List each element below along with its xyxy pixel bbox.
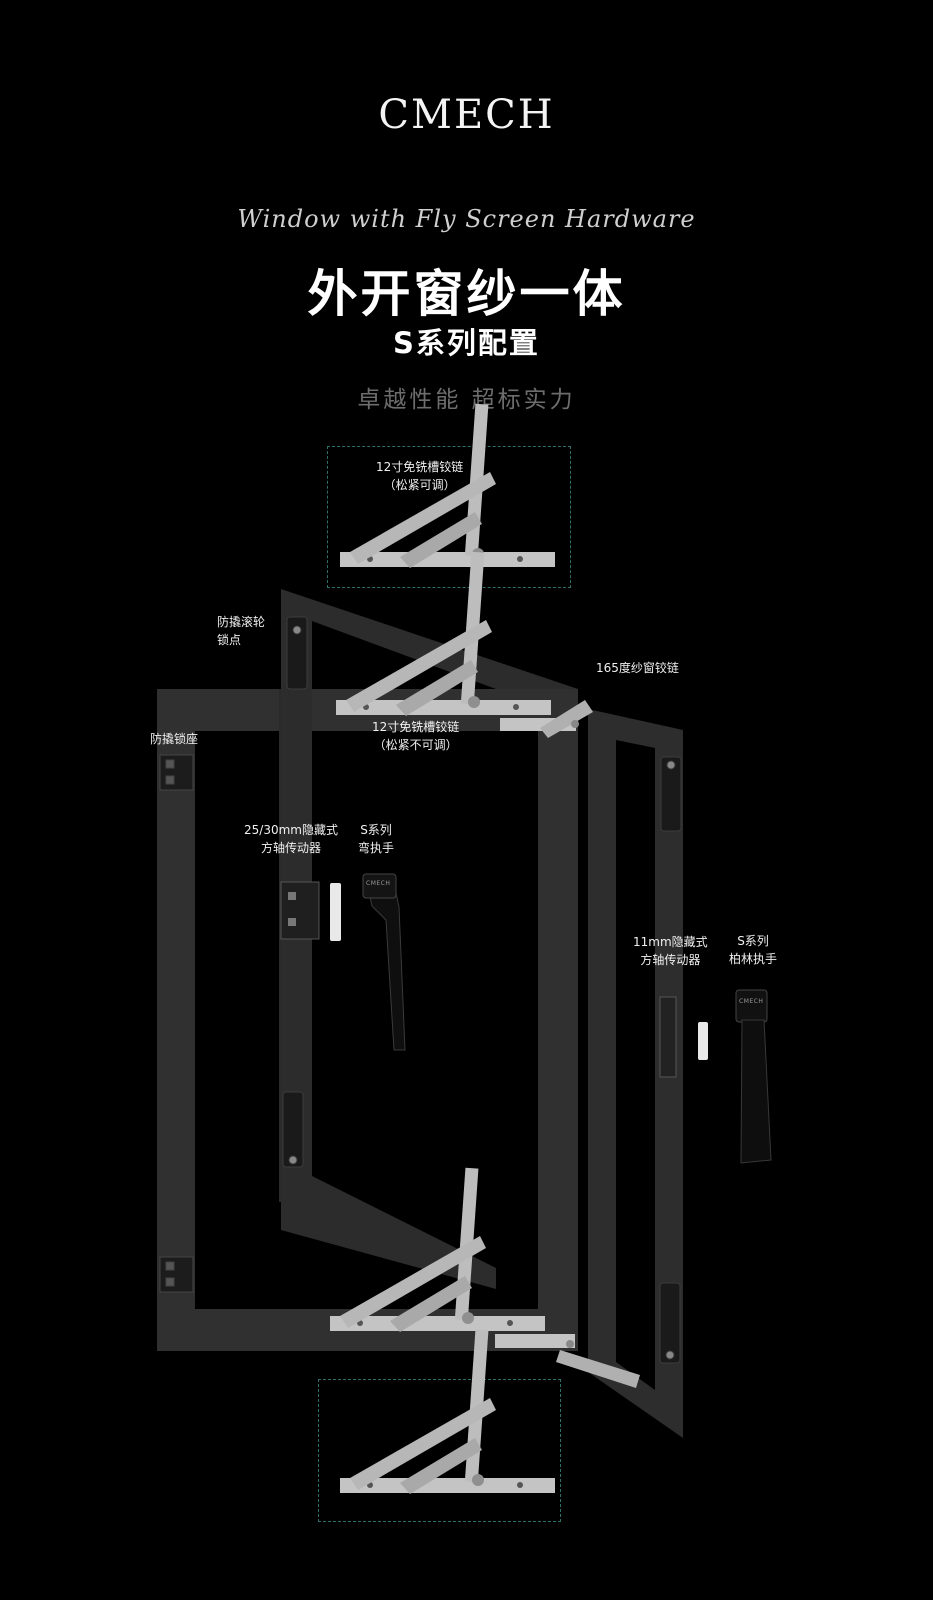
label-screen-hinge-line1: 165度纱窗铰链 xyxy=(596,661,679,675)
label-drive-11: 11mm隐藏式 方轴传动器 xyxy=(633,933,708,969)
anti-pry-keeper-bottom xyxy=(159,1256,194,1293)
label-anti-pry-roller: 防撬滚轮 锁点 xyxy=(217,613,265,649)
label-anti-pry-keeper: 防撬锁座 xyxy=(150,730,198,748)
script-title: Window with Fly Screen Hardware xyxy=(237,205,696,233)
brand-logo: CMECH xyxy=(378,92,555,138)
label-berlin-handle: S系列 柏林执手 xyxy=(729,932,777,968)
label-top-hinge: 12寸免铣槽铰链 （松紧可调） xyxy=(376,458,463,494)
label-berlin-handle-line1: S系列 xyxy=(737,934,769,948)
label-drive-25-30-line2: 方轴传动器 xyxy=(260,841,321,855)
label-main-hinge-line1: 12寸免铣槽铰链 xyxy=(372,720,460,734)
label-top-hinge-line2: （松紧可调） xyxy=(383,478,456,492)
label-drive-11-line2: 方轴传动器 xyxy=(640,953,701,967)
open-sash xyxy=(281,589,578,1289)
roller-lock-point-lower xyxy=(282,1091,304,1168)
label-anti-pry-roller-line1: 防撬滚轮 xyxy=(217,615,266,629)
screen-sash-lock-bottom xyxy=(659,1282,681,1364)
berlin-handle-logo: CMECH xyxy=(739,998,764,1005)
roller-lock-point xyxy=(286,616,308,690)
screen-sash xyxy=(588,709,683,1438)
label-drive-25-30: 25/30mm隐藏式 方轴传动器 xyxy=(244,821,338,857)
screen-hinge-bottom xyxy=(495,1334,640,1388)
label-bend-handle-line2: 弯执手 xyxy=(358,841,395,855)
slogan: 卓越性能 超标实力 xyxy=(357,387,576,413)
label-anti-pry-roller-line2: 锁点 xyxy=(217,633,242,647)
top-hinge-highlight-box xyxy=(327,446,571,588)
bottom-hinge-highlight-box xyxy=(318,1379,561,1522)
label-berlin-handle-line2: 柏林执手 xyxy=(729,952,778,966)
screen-hinge-top xyxy=(500,700,593,738)
page-subtitle: S系列配置 xyxy=(393,326,540,360)
drive-gear-25-30 xyxy=(280,881,341,941)
bend-handle xyxy=(362,873,406,1051)
label-bend-handle: S系列 弯执手 xyxy=(358,821,394,857)
label-drive-25-30-line1: 25/30mm隐藏式 xyxy=(244,823,338,837)
label-bend-handle-line1: S系列 xyxy=(360,823,392,837)
berlin-handle xyxy=(735,989,772,1164)
anti-pry-keeper-top xyxy=(159,754,194,791)
label-drive-11-line1: 11mm隐藏式 xyxy=(633,935,708,949)
bottom-hinge-product xyxy=(340,1329,555,1494)
page-title: 外开窗纱一体 xyxy=(307,265,626,323)
label-main-hinge-line2: （松紧不可调） xyxy=(373,738,458,752)
label-main-hinge: 12寸免铣槽铰链 （松紧不可调） xyxy=(372,718,459,754)
label-screen-hinge: 165度纱窗铰链 xyxy=(596,659,679,677)
label-top-hinge-line1: 12寸免铣槽铰链 xyxy=(376,460,464,474)
bend-handle-logo: CMECH xyxy=(366,880,391,887)
drive-gear-11 xyxy=(659,996,708,1078)
screen-sash-lock-top xyxy=(660,756,682,832)
label-anti-pry-keeper-line1: 防撬锁座 xyxy=(150,732,199,746)
